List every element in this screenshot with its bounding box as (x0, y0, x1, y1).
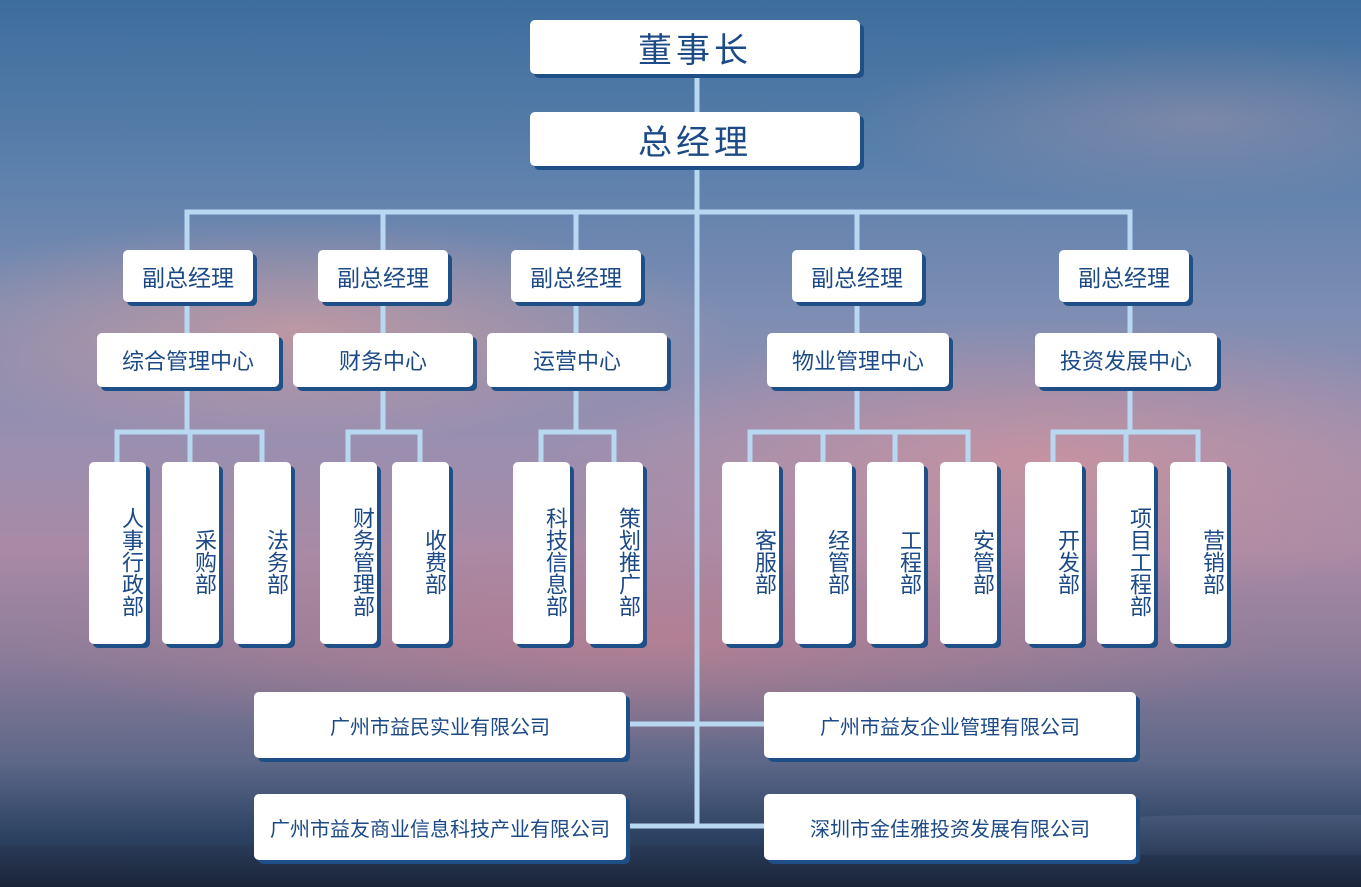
dept-box-tech-info: 科技信息部 (513, 462, 570, 644)
dept-box-purchasing: 采购部 (162, 462, 219, 644)
dept-box-marketing-planning: 策划推广部 (586, 462, 643, 644)
dept-box-business-mgmt: 经管部 (795, 462, 852, 644)
dept-box-hr-admin: 人事行政部 (89, 462, 146, 644)
chairman-box: 董事长 (530, 20, 860, 74)
center-box-property: 物业管理中心 (767, 333, 949, 387)
general-manager-box: 总经理 (530, 112, 860, 166)
vp-box-finance: 副总经理 (318, 250, 448, 302)
vp-box-property: 副总经理 (792, 250, 922, 302)
dept-box-billing: 收费部 (392, 462, 449, 644)
center-box-investment: 投资发展中心 (1035, 333, 1217, 387)
dept-box-project-engineering: 项目工程部 (1097, 462, 1154, 644)
vp-box-admin: 副总经理 (123, 250, 253, 302)
company-box-yiyou-mgmt: 广州市益友企业管理有限公司 (764, 692, 1136, 758)
center-box-operations: 运营中心 (487, 333, 667, 387)
dept-box-customer-service: 客服部 (722, 462, 779, 644)
company-box-jinjiaya: 深圳市金佳雅投资发展有限公司 (764, 794, 1136, 860)
dept-box-development: 开发部 (1025, 462, 1082, 644)
dept-box-engineering: 工程部 (867, 462, 924, 644)
dept-box-legal: 法务部 (234, 462, 291, 644)
center-box-admin: 综合管理中心 (97, 333, 279, 387)
center-box-finance: 财务中心 (293, 333, 473, 387)
dept-box-security: 安管部 (940, 462, 997, 644)
company-box-yimin: 广州市益民实业有限公司 (254, 692, 626, 758)
dept-box-finance-mgmt: 财务管理部 (320, 462, 377, 644)
vp-box-investment: 副总经理 (1059, 250, 1189, 302)
vp-box-operations: 副总经理 (511, 250, 641, 302)
company-box-yiyou-tech: 广州市益友商业信息科技产业有限公司 (254, 794, 626, 860)
dept-box-sales: 营销部 (1170, 462, 1227, 644)
